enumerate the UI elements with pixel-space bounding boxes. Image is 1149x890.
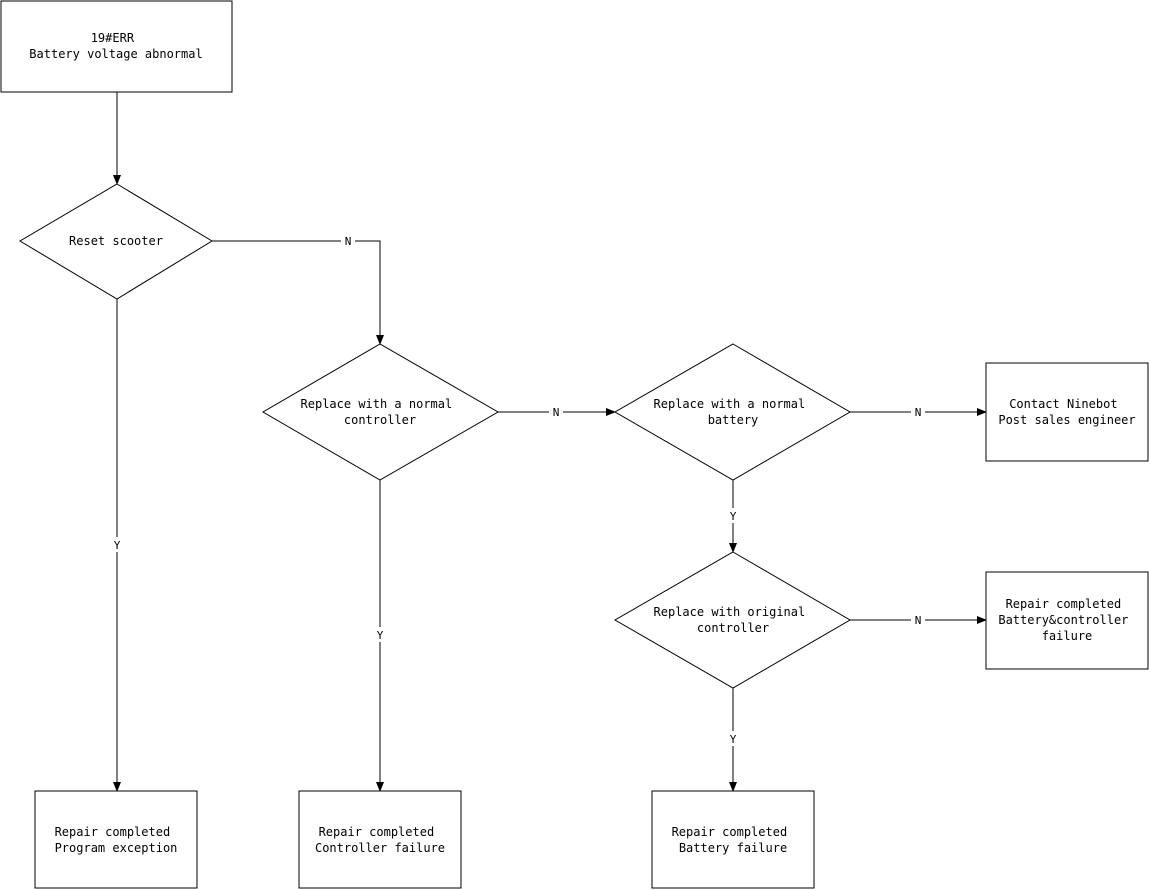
edge-label-controller-no: N — [553, 406, 560, 419]
edge-label-reset-no: N — [345, 235, 352, 248]
svg-text:Repair completed Control: Repair completed Controller failure — [315, 825, 445, 855]
node-contact-engineer: Contact Ninebot Post sales engineer — [985, 362, 1149, 462]
decision-replace-battery-line-2: battery — [708, 413, 759, 427]
svg-text:19#ERR Battery voltage a: 19#ERR Battery voltage abnormal — [29, 31, 202, 61]
node-repair-controller: Repair completed Controller failure — [298, 790, 462, 889]
decision-reset-scooter-line-1: Reset scooter — [69, 234, 163, 248]
svg-text:Repair completed Battery: Repair completed Battery failure — [672, 825, 795, 855]
node-contact-engineer-line-1: Contact Ninebot — [1009, 397, 1117, 411]
svg-text:Contact Ninebot Post sal: Contact Ninebot Post sales engineer — [998, 397, 1135, 427]
svg-text:Repair completed Battery: Repair completed Battery&controller fail… — [998, 597, 1135, 643]
svg-text:Replace with original co: Replace with original controller — [654, 605, 813, 635]
decision-original-controller-line-2: controller — [697, 621, 769, 635]
node-repair-battery: Repair completed Battery failure — [651, 790, 815, 889]
node-contact-engineer-line-2: Post sales engineer — [998, 413, 1135, 427]
node-repair-controller-line-1: Repair completed — [319, 825, 435, 839]
node-start: 19#ERR Battery voltage abnormal — [0, 0, 233, 93]
svg-text:Replace with a normal co: Replace with a normal controller — [301, 397, 460, 427]
edge-label-controller-yes: Y — [377, 629, 384, 642]
node-repair-program-line-2: Program exception — [55, 841, 178, 855]
edge-reset-no — [212, 240, 384, 345]
edge-label-original-yes: Y — [730, 733, 737, 746]
decision-replace-battery-line-1: Replace with a normal — [654, 397, 806, 411]
node-repair-battery-controller-line-3: failure — [1042, 629, 1093, 643]
decision-original-controller: Replace with original controller — [613, 551, 851, 689]
decision-replace-controller-line-2: controller — [344, 413, 416, 427]
node-repair-program: Repair completed Program exception — [34, 790, 198, 889]
node-repair-battery-controller-line-2: Battery&controller — [998, 613, 1128, 627]
node-repair-program-line-1: Repair completed — [55, 825, 171, 839]
svg-text:Repair completed Program: Repair completed Program exception — [55, 825, 178, 855]
node-repair-battery-controller: Repair completed Battery&controller fail… — [985, 571, 1149, 670]
decision-replace-controller-line-1: Replace with a normal — [301, 397, 453, 411]
node-repair-battery-line-1: Repair completed — [672, 825, 788, 839]
node-start-line-1: 19#ERR — [91, 31, 135, 45]
decision-reset-scooter: Reset scooter — [19, 183, 213, 300]
node-repair-battery-controller-line-1: Repair completed — [1006, 597, 1122, 611]
svg-text:Reset scooter: Reset scooter — [69, 234, 163, 248]
edge-label-reset-yes: Y — [114, 539, 121, 552]
svg-text:Replace with a normal ba: Replace with a normal battery — [654, 397, 813, 427]
decision-replace-battery: Replace with a normal battery — [613, 343, 851, 481]
decision-original-controller-line-1: Replace with original — [654, 605, 806, 619]
edge-label-battery-yes: Y — [730, 510, 737, 523]
decision-replace-controller: Replace with a normal controller — [262, 343, 500, 481]
edge-label-battery-no: N — [915, 406, 922, 419]
node-repair-controller-line-2: Controller failure — [315, 841, 445, 855]
node-repair-battery-line-2: Battery failure — [679, 841, 787, 855]
edge-label-original-no: N — [915, 614, 922, 627]
node-start-line-2: Battery voltage abnormal — [29, 47, 202, 61]
